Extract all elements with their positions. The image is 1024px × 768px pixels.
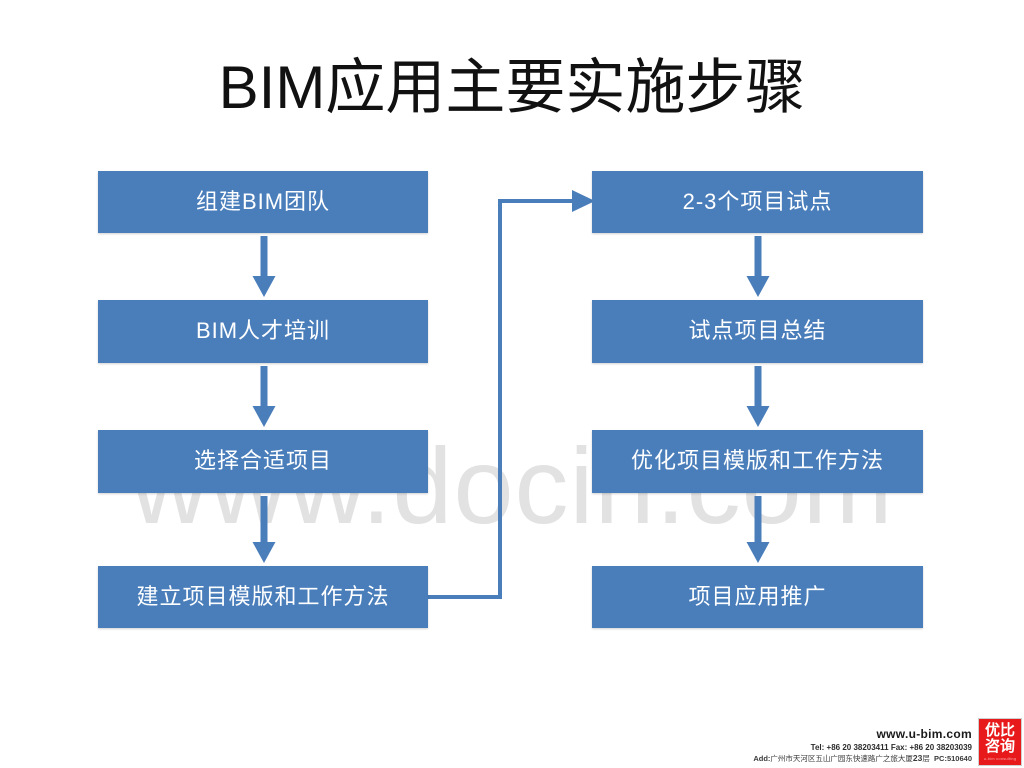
- flow-box-label: 选择合适项目: [193, 448, 332, 474]
- footer: www.u-bim.com Tel: +86 20 38203411 Fax: …: [640, 716, 1024, 768]
- flow-box-step-7[interactable]: 优化项目模版和工作方法: [592, 430, 923, 493]
- footer-postcode-label: PC:: [934, 754, 947, 763]
- flow-box-label: 优化项目模版和工作方法: [630, 448, 884, 474]
- flow-box-label: 2-3个项目试点: [682, 188, 833, 214]
- logo-line-1: 优比: [984, 721, 1015, 739]
- flow-box-label: 建立项目模版和工作方法: [136, 583, 390, 609]
- flow-box-step-6[interactable]: 试点项目总结: [592, 300, 923, 363]
- footer-tel-fax: Tel: +86 20 38203411 Fax: +86 20 3820303…: [810, 743, 972, 752]
- flow-box-step-5[interactable]: 2-3个项目试点: [592, 171, 923, 233]
- flow-box-step-3[interactable]: 选择合适项目: [98, 430, 428, 493]
- logo-line-2: 咨询: [984, 737, 1015, 755]
- flow-box-step-1[interactable]: 组建BIM团队: [98, 171, 428, 233]
- arrow-step-2-to-step-3: [251, 366, 277, 428]
- footer-address-floor: 23: [912, 753, 923, 763]
- footer-postcode: 510640: [946, 754, 972, 763]
- arrow-step-6-to-step-7: [745, 366, 771, 428]
- flow-box-step-8[interactable]: 项目应用推广: [592, 566, 923, 628]
- arrow-step-5-to-step-6: [745, 236, 771, 298]
- flow-box-label: BIM人才培训: [195, 318, 331, 344]
- arrow-step-7-to-step-8: [745, 496, 771, 564]
- footer-contact-block: www.u-bim.com Tel: +86 20 38203411 Fax: …: [642, 716, 972, 764]
- footer-address-floor-unit: 层: [922, 754, 930, 763]
- arrow-step-1-to-step-2: [251, 236, 277, 298]
- page-title: BIM应用主要实施步骤: [218, 54, 806, 121]
- flow-box-label: 组建BIM团队: [195, 188, 331, 214]
- flow-box-label: 项目应用推广: [688, 583, 827, 609]
- footer-address-label: Add:: [753, 754, 771, 763]
- logo-tagline: u-bim consulting: [983, 756, 1017, 761]
- footer-website[interactable]: www.u-bim.com: [876, 727, 972, 741]
- ubim-logo[interactable]: 优比 咨询 u-bim consulting: [978, 718, 1022, 766]
- footer-address-text: 广州市天河区五山广园东快速路广之旅大厦: [770, 754, 913, 763]
- footer-address: Add:广州市天河区五山广园东快速路广之旅大厦23层 PC:510640: [642, 753, 972, 764]
- flow-box-step-2[interactable]: BIM人才培训: [98, 300, 428, 363]
- flow-box-label: 试点项目总结: [688, 318, 827, 344]
- arrow-step-3-to-step-4: [251, 496, 277, 564]
- arrow-step-4-to-step-5: [420, 180, 610, 610]
- flow-box-step-4[interactable]: 建立项目模版和工作方法: [98, 566, 428, 628]
